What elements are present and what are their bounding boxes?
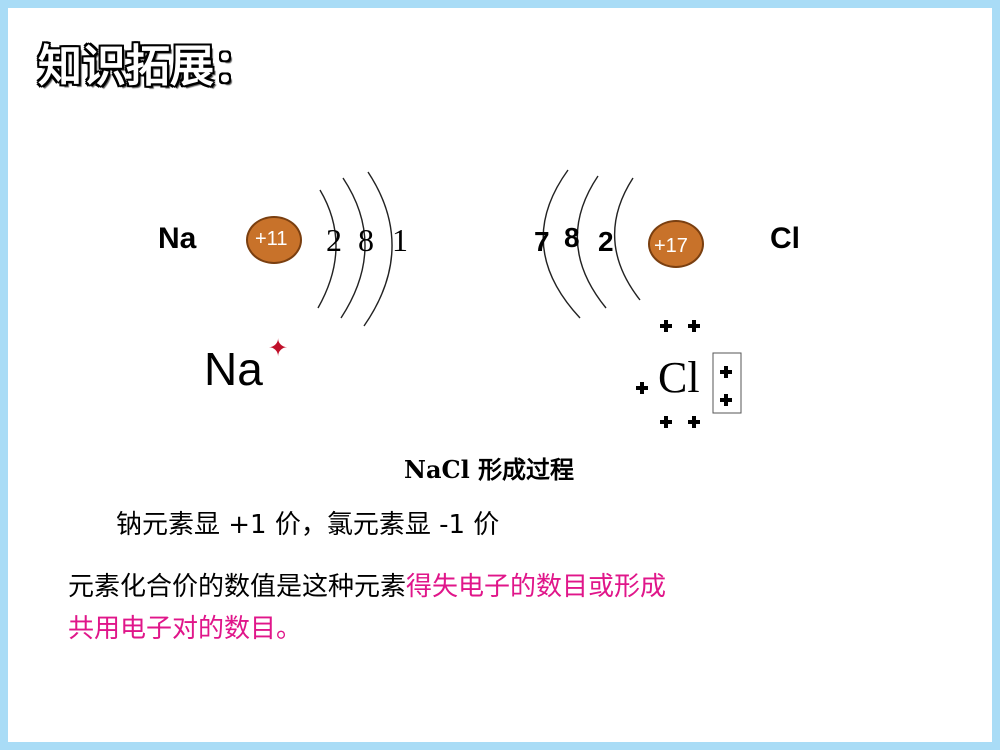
electron-dot	[720, 366, 732, 378]
cl-ion-symbol: Cl	[658, 353, 700, 402]
cl-nucleus	[648, 220, 704, 268]
na-shell-count-3: 1	[392, 222, 408, 258]
na-shell-1-arc	[317, 189, 337, 309]
na-nucleus	[246, 216, 302, 264]
definition-highlight-1: 得失电子的数目或形成	[406, 572, 667, 602]
na-atom-symbol: Na	[158, 222, 197, 255]
electron-dot	[660, 320, 672, 332]
valence-statement: 钠元素显 +1 价，氯元素显 -1 价	[116, 510, 500, 540]
slide: 知识拓展： Na +11 2 8 1 7	[8, 8, 992, 742]
cl-atom-symbol: Cl	[770, 222, 800, 255]
na-ion-charge-mark: ✦	[268, 334, 289, 362]
na-shell-count-2: 8	[358, 222, 374, 258]
na-ion-symbol: Na	[204, 343, 263, 395]
na-shell-2-arc	[340, 177, 366, 319]
definition-line-2: 共用电子对的数目。	[68, 614, 303, 644]
cl-shell-2-arc	[576, 175, 607, 309]
cl-shell-1-arc	[614, 177, 641, 301]
definition-line-1: 元素化合价的数值是这种元素得失电子的数目或形成	[68, 566, 666, 603]
na-shell-count-1: 2	[326, 222, 342, 258]
slide-title: 知识拓展：	[38, 41, 258, 92]
definition-plain: 元素化合价的数值是这种元素	[68, 572, 407, 602]
electron-dot	[688, 320, 700, 332]
na-nucleus-charge: +11	[255, 228, 288, 250]
electron-shell-arcs	[317, 169, 742, 428]
cl-ion-bracket	[712, 352, 742, 414]
electron-dot	[720, 394, 732, 406]
process-caption: NaCl 形成过程	[404, 455, 575, 484]
cl-shell-count-3: 2	[598, 226, 614, 257]
electron-dot	[636, 382, 648, 394]
cl-nucleus-charge: +17	[654, 235, 688, 257]
na-shell-3-arc	[363, 171, 393, 327]
cl-shell-count-1: 7	[534, 226, 550, 257]
electron-dot	[688, 416, 700, 428]
cl-ion-electron-dots	[636, 320, 732, 428]
cl-shell-count-2: 8	[564, 222, 580, 253]
electron-dot	[660, 416, 672, 428]
cl-shell-3-arc	[542, 169, 581, 319]
